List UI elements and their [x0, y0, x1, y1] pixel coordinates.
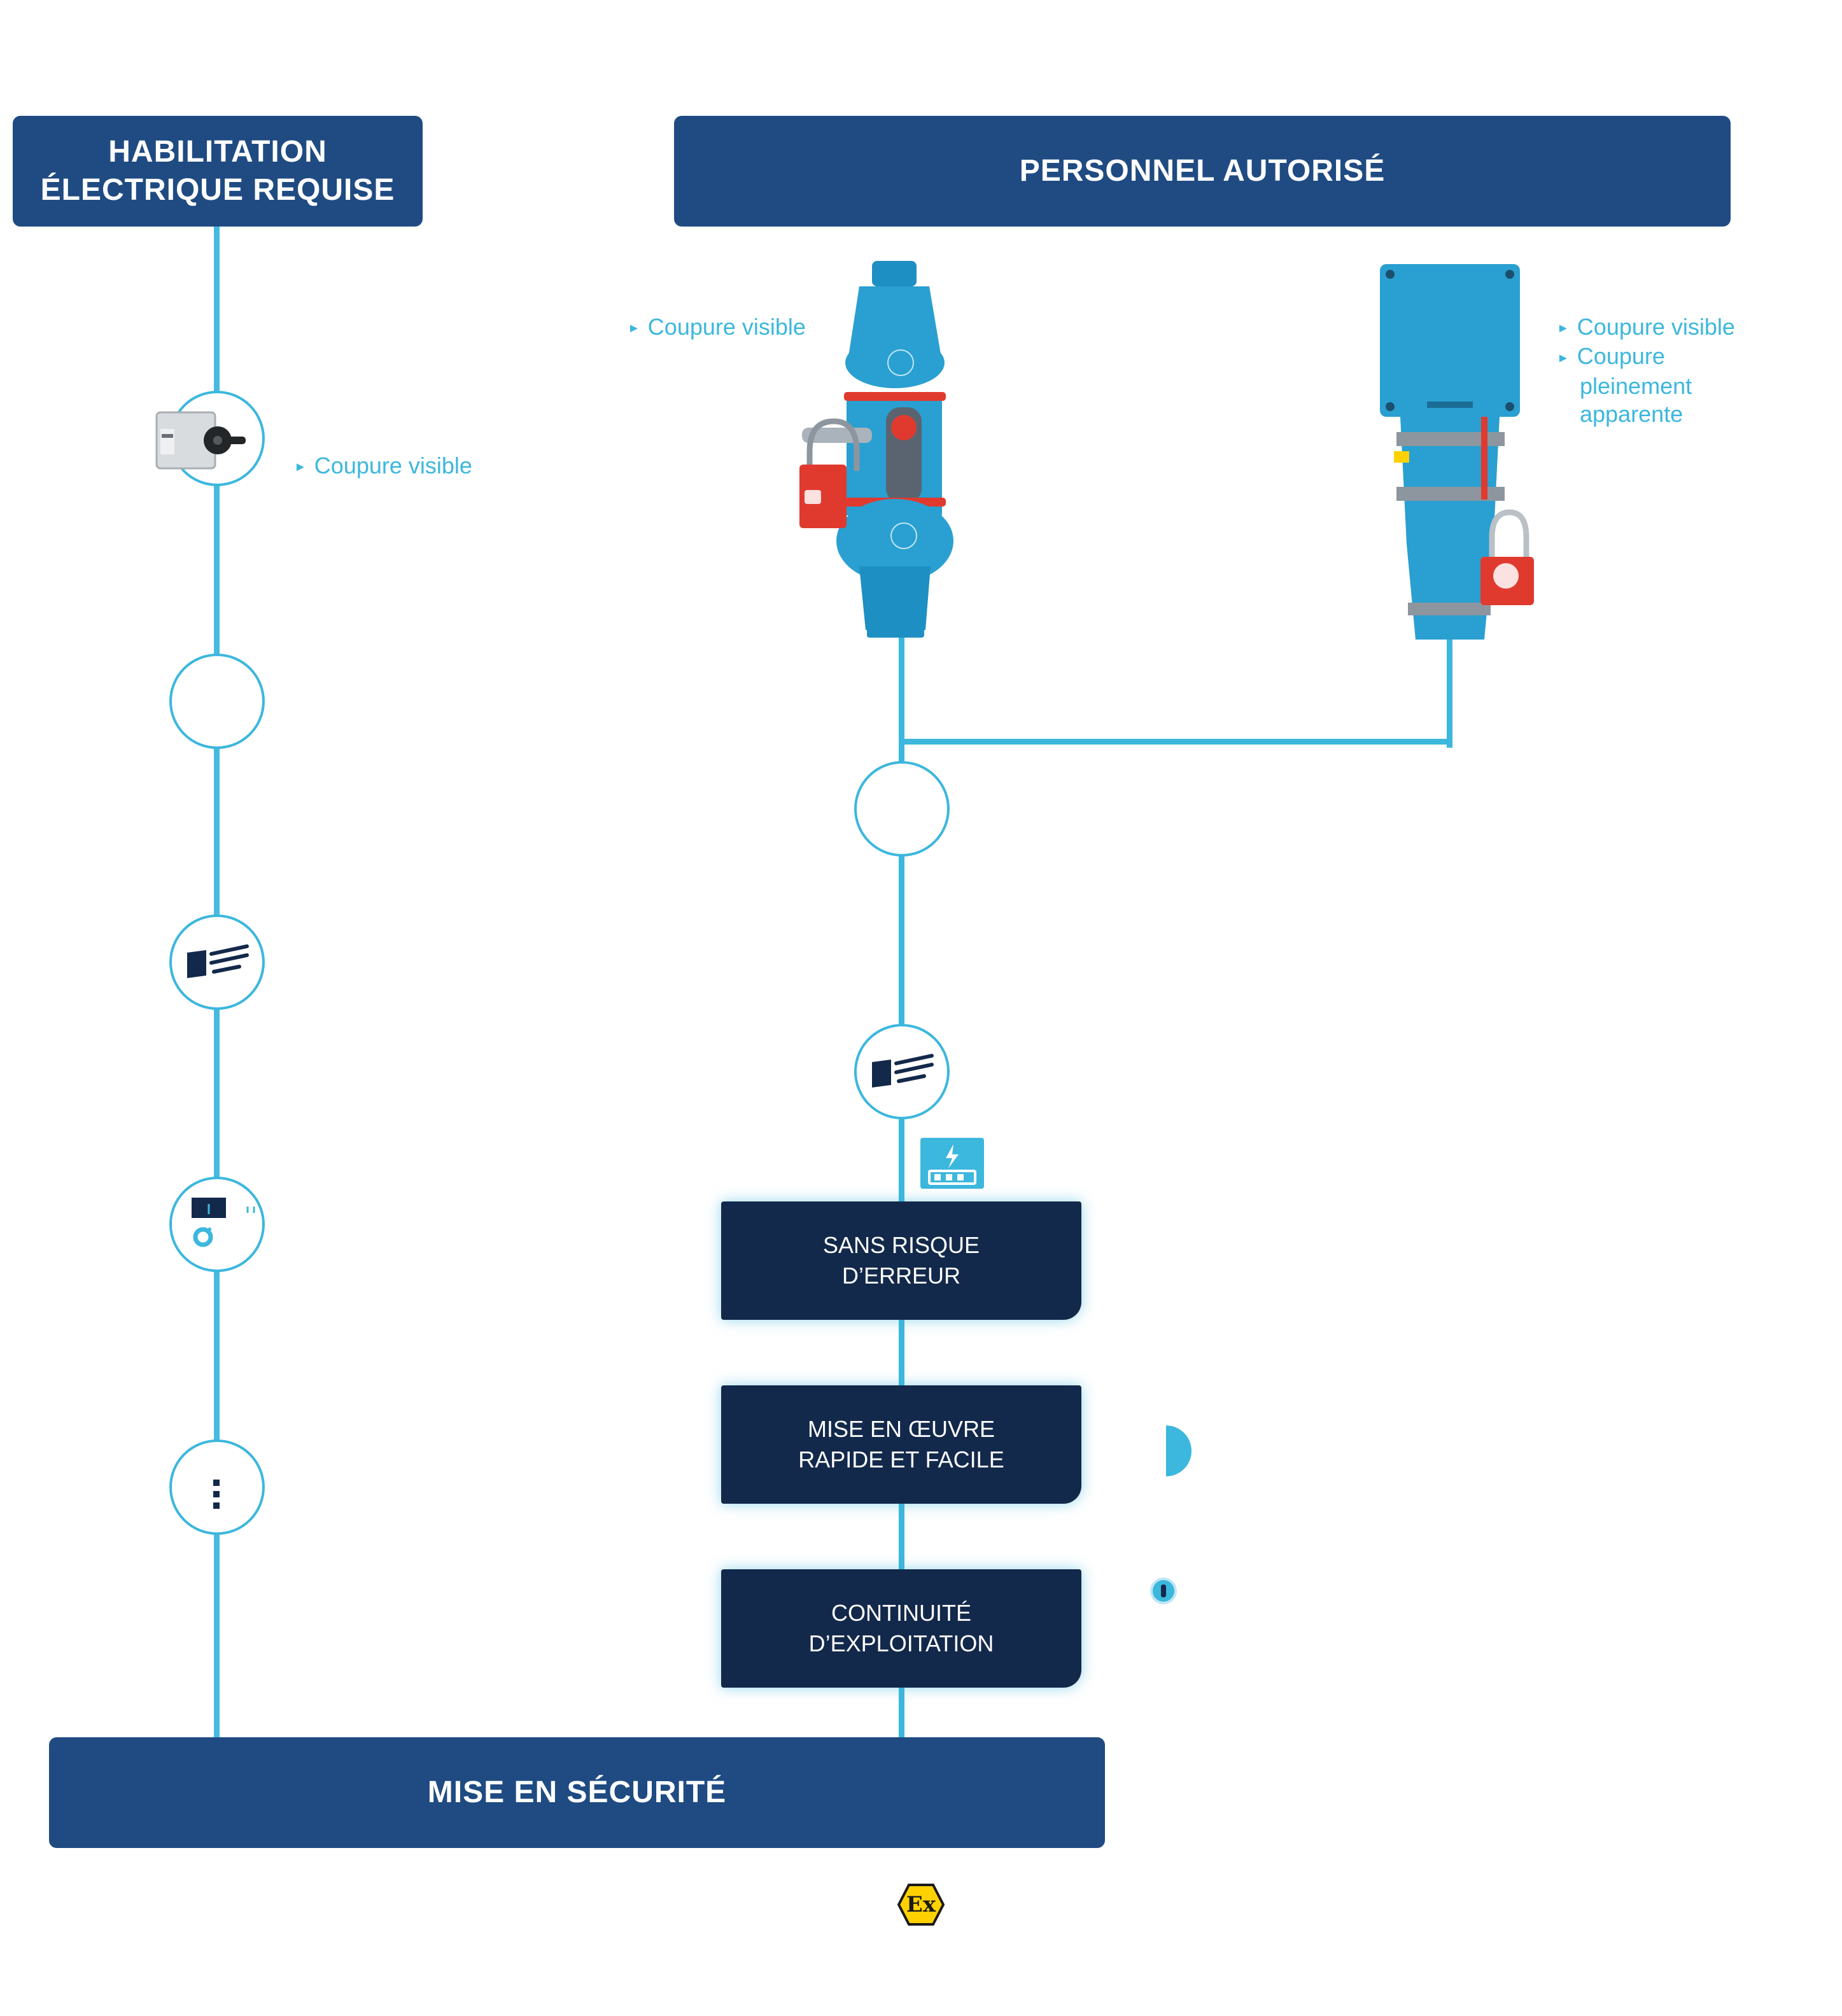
- note-right-socket: ► Coupure visible ► Coupure pleinement app…: [1557, 313, 1735, 428]
- header-habilitation-line2: ÉLECTRIQUE REQUISE: [40, 173, 395, 207]
- left-node-document: [169, 914, 265, 1010]
- document-lines-icon: [872, 1054, 934, 1088]
- horizontal-connector-line: [899, 739, 1452, 745]
- meter-dial-icon: [192, 1198, 255, 1247]
- center-connector-line: [899, 633, 904, 1737]
- note-left-switch: ► Coupure visible: [294, 452, 472, 481]
- bullet-arrow-icon: ►: [1557, 321, 1570, 336]
- feature-continuite-line2: D’EXPLOITATION: [808, 1630, 994, 1656]
- left-node-empty: [169, 654, 265, 749]
- feature-mise-en-oeuvre-line1: MISE EN ŒUVRE: [807, 1416, 995, 1442]
- center-node-empty: [854, 761, 950, 857]
- feature-sans-risque-line2: D’ERREUR: [841, 1263, 960, 1289]
- note-right-socket-line3: pleinement: [1580, 372, 1692, 399]
- left-node-key: [169, 1439, 265, 1535]
- document-lines-icon: [187, 944, 249, 978]
- right-connector-line: [1447, 640, 1452, 748]
- plug-connector-product: [796, 261, 967, 640]
- feature-box-sans-risque: SANS RISQUE D’ERREUR: [721, 1201, 1081, 1320]
- bullet-arrow-icon: ►: [294, 460, 307, 475]
- feature-box-continuite: CONTINUITÉ D’EXPLOITATION: [721, 1569, 1081, 1688]
- feature-box-mise-en-oeuvre: MISE EN ŒUVRE RAPIDE ET FACILE: [721, 1385, 1081, 1504]
- key-icon: [213, 1480, 220, 1509]
- atex-ex-icon: Ex: [897, 1884, 945, 1926]
- feature-sans-risque-line1: SANS RISQUE: [822, 1232, 980, 1258]
- note-center-plug-text: Coupure visible: [647, 314, 806, 340]
- half-circle-icon: [1166, 1425, 1193, 1476]
- info-circle-icon: [1149, 1577, 1178, 1605]
- power-panel-icon: [920, 1138, 984, 1189]
- feature-continuite-line1: CONTINUITÉ: [831, 1600, 971, 1626]
- socket-outlet-product: [1375, 264, 1534, 643]
- header-habilitation-line1: HABILITATION: [108, 135, 327, 169]
- bullet-arrow-icon: ►: [1557, 351, 1570, 365]
- svg-text:Ex: Ex: [906, 1892, 936, 1917]
- left-node-meter: [169, 1177, 265, 1272]
- header-habilitation: HABILITATION ÉLECTRIQUE REQUISE: [13, 116, 423, 227]
- note-left-switch-text: Coupure visible: [314, 452, 472, 479]
- feature-mise-en-oeuvre-line2: RAPIDE ET FACILE: [798, 1446, 1004, 1473]
- rotary-switch-icon: [153, 406, 248, 476]
- header-mise-en-securite: MISE EN SÉCURITÉ: [49, 1737, 1105, 1848]
- center-node-document: [854, 1024, 950, 1119]
- note-right-socket-line4: apparente: [1580, 400, 1684, 427]
- header-personnel-autorise: PERSONNEL AUTORISÉ: [674, 116, 1731, 227]
- bullet-arrow-icon: ►: [628, 321, 640, 336]
- note-right-socket-line2: Coupure: [1577, 343, 1665, 370]
- note-right-socket-line1: Coupure visible: [1577, 314, 1735, 340]
- note-center-plug: ► Coupure visible: [628, 313, 806, 342]
